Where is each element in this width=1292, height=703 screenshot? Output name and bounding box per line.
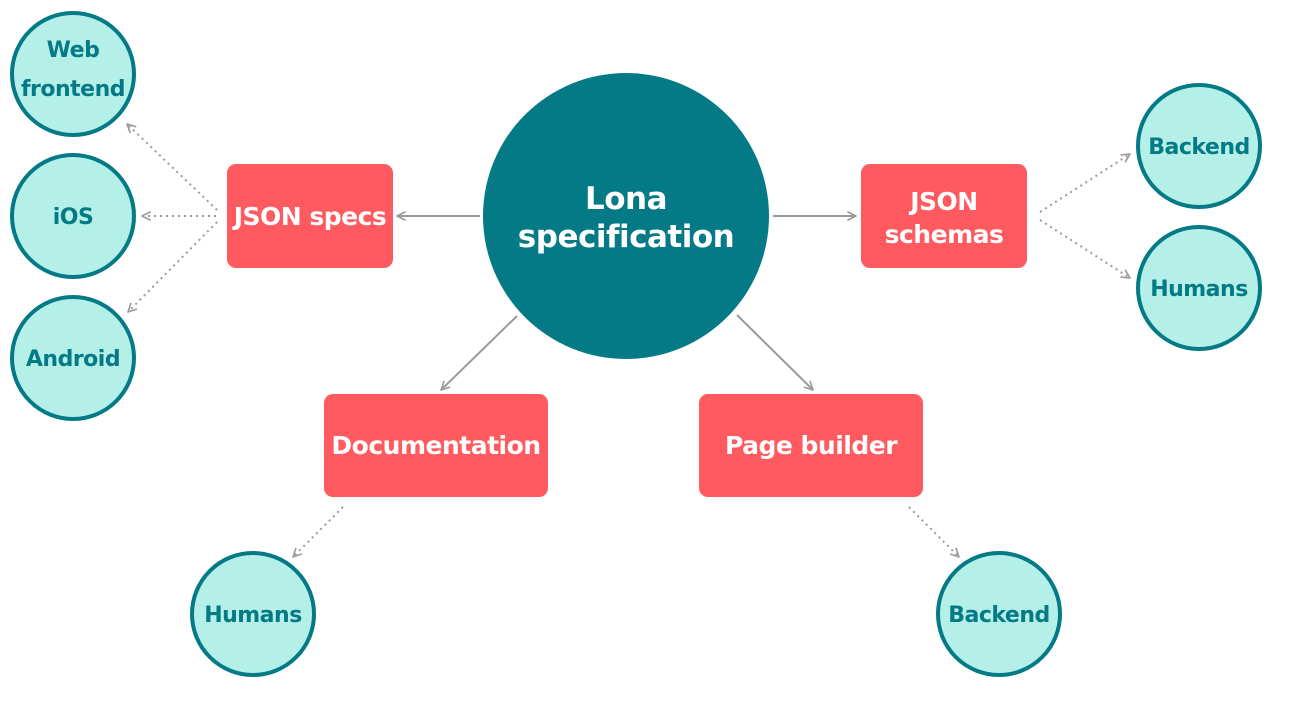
page-builder-box: Page builder <box>699 394 923 497</box>
arrow-json-specs-to-android <box>127 221 218 313</box>
web-frontend-circle <box>10 11 136 137</box>
arrow-center-to-documentation <box>440 315 518 391</box>
android-label: Android <box>26 347 120 372</box>
schemas-backend-circle <box>1136 83 1262 209</box>
builder-backend-circle <box>936 551 1062 677</box>
schemas-backend-label: Backend <box>1148 135 1250 160</box>
center-node: Lona specification <box>483 73 769 359</box>
arrow-json-specs-to-web-frontend <box>126 123 218 211</box>
json-specs-label: JSON specs <box>232 202 387 231</box>
schemas-humans-circle <box>1136 225 1262 351</box>
web-frontend-label-line1: Web <box>47 38 100 63</box>
ios-circle <box>10 153 136 279</box>
json-schemas-box: JSON schemas <box>861 164 1027 268</box>
web-frontend-label-line2: frontend <box>21 77 125 102</box>
arrow-center-to-page-builder <box>736 314 814 391</box>
arrow-documentation-to-humans <box>292 506 344 558</box>
android-circle <box>10 295 136 421</box>
center-circle <box>483 73 769 359</box>
json-schemas-label-line1: JSON <box>908 187 977 216</box>
json-schemas-label-line2: schemas <box>885 220 1004 249</box>
center-title-line1: Lona <box>585 181 667 217</box>
schemas-humans-label: Humans <box>1150 277 1248 302</box>
documentation-label: Documentation <box>331 431 540 460</box>
center-title-line2: specification <box>518 219 734 255</box>
json-specs-box: JSON specs <box>227 164 393 268</box>
builder-backend-label: Backend <box>948 603 1050 628</box>
documentation-box: Documentation <box>324 394 548 497</box>
docs-humans-circle <box>190 551 316 677</box>
arrow-json-schemas-to-humans <box>1039 219 1131 279</box>
page-builder-label: Page builder <box>725 431 898 460</box>
docs-humans-label: Humans <box>204 603 302 628</box>
arrow-page-builder-to-backend <box>908 506 960 558</box>
arrow-json-schemas-to-backend <box>1039 153 1131 213</box>
ios-label: iOS <box>53 205 94 230</box>
